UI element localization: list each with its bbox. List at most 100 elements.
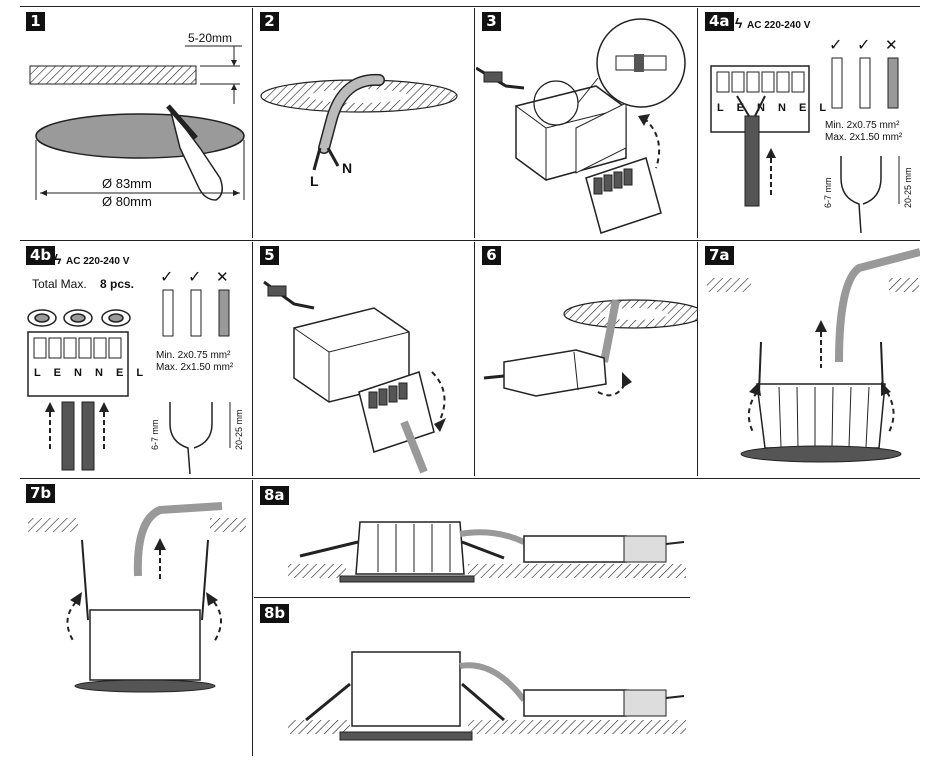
spring-clip-right (880, 341, 884, 393)
ok-icon: ✓ (188, 269, 201, 286)
total-count: 8 pcs. (100, 277, 134, 291)
ceiling-right (468, 720, 686, 734)
step-6-panel: 6 (476, 242, 697, 476)
col3-rule-row1 (697, 8, 698, 238)
top-rule (20, 6, 920, 7)
terminal-cover (623, 535, 667, 563)
close-arrow (434, 418, 446, 432)
ceiling-left (288, 720, 350, 734)
step-2-panel: 2 L N (254, 8, 474, 238)
insert-driver-diagram (483, 299, 697, 397)
spring-clip-right (201, 539, 209, 621)
step-number: 1 (26, 12, 45, 31)
supply-cable-1 (61, 401, 75, 471)
col1-rule-row3 (252, 480, 253, 756)
step-number: 8a (260, 486, 289, 505)
downlight-bezel (339, 731, 473, 741)
step-number: 6 (482, 246, 501, 265)
col1-rule-row2 (252, 242, 253, 476)
cable (835, 248, 920, 363)
spring-clip-left (81, 539, 89, 621)
step-8b-panel: 8b (254, 600, 690, 756)
terminal-labels: L E N N E L (34, 367, 148, 379)
col3-rule-row2 (697, 242, 698, 476)
cable (459, 529, 526, 545)
wiring-4a-diagram: ϟ AC 220-240 V L E N N E L ✓ ✓ ✕ Min. 2x… (710, 15, 913, 234)
strip-long: 20-25 mm (903, 167, 913, 208)
no-icon: ✕ (885, 37, 898, 54)
downlight-icons (27, 309, 131, 327)
step-7b-panel: 7b (20, 480, 252, 756)
wire-min: Min. 2x0.75 mm² (825, 120, 900, 131)
spring-clip-left (758, 341, 762, 393)
terminal-cover (358, 371, 435, 453)
live-label: L (310, 173, 319, 189)
ceiling-right (210, 518, 246, 532)
step-number: 7a (705, 246, 734, 265)
driver-box (523, 689, 627, 717)
cable (133, 502, 223, 577)
supply-cable (744, 115, 760, 207)
ok-icon: ✓ (160, 269, 173, 286)
ceiling-slab (29, 65, 197, 85)
cut-hole (35, 113, 245, 159)
step-7a-panel: 7a (699, 242, 920, 476)
ok-icon: ✓ (829, 37, 842, 54)
diameter-80: Ø 80mm (102, 194, 152, 209)
mains-cable (319, 75, 384, 153)
installed-8a-diagram (288, 521, 686, 583)
step-number: 7b (26, 484, 56, 503)
col1-rule-row1 (252, 8, 253, 238)
terminal-labels: L E N N E L (717, 102, 831, 114)
step-number: 3 (482, 12, 501, 31)
step-number: 5 (260, 246, 279, 265)
step-number: 4b (26, 246, 56, 265)
wire-max: Max. 2x1.50 mm² (825, 132, 903, 143)
downlight-bezel (74, 679, 216, 693)
ceiling-left (707, 278, 751, 292)
step-8a-panel: 8a (254, 482, 690, 596)
ceiling-right (468, 564, 686, 578)
cable-through-hole-diagram: L N (260, 73, 458, 189)
driver-box (503, 349, 607, 397)
neutral-label: N (342, 160, 352, 176)
strip-short: 6-7 mm (150, 419, 160, 450)
ceiling-left (28, 518, 78, 532)
drywall-knife (169, 107, 223, 201)
ceiling-hole-diagram: 5-20mm Ø 83mm Ø 80mm (29, 31, 245, 209)
depth-label: 5-20mm (188, 31, 232, 45)
row1-rule (20, 240, 920, 241)
step-5-panel: 5 (254, 242, 474, 476)
cable (600, 299, 620, 363)
downlight-body (89, 609, 201, 681)
ok-icon: ✓ (857, 37, 870, 54)
spring-clips-7a-diagram (707, 248, 920, 463)
step-4b-panel: 4b ϟ AC 220-240 V Total Max. 8 pcs. L E … (20, 242, 252, 476)
cable (459, 662, 527, 702)
driver-open-diagram (476, 18, 686, 234)
wire-max: Max. 2x1.50 mm² (156, 362, 234, 373)
total-prefix: Total Max. (32, 277, 87, 291)
terminal-cover (623, 689, 667, 717)
bolt-icon: ϟ (54, 251, 62, 267)
voltage-label: AC 220-240 V (66, 256, 130, 267)
downlight-bezel (740, 445, 902, 463)
bolt-icon: ϟ (735, 15, 743, 31)
no-icon: ✕ (216, 269, 229, 286)
row3-split-rule (254, 597, 690, 598)
diameter-83: Ø 83mm (102, 176, 152, 191)
step-4a-panel: 4a ϟ AC 220-240 V L E N N E L ✓ ✓ ✕ Min.… (699, 8, 920, 238)
open-arrow (638, 114, 650, 126)
downlight-body (351, 651, 461, 727)
insert-arrow (622, 372, 632, 388)
supply-cable-2 (81, 401, 95, 471)
col2-rule-row1 (474, 8, 475, 238)
ceiling-right (889, 278, 919, 292)
step-number: 8b (260, 604, 290, 623)
downlight-body (756, 383, 886, 449)
step-1-panel: 1 5-20mm Ø 83mm Ø 80mm (20, 8, 252, 238)
strip-long: 20-25 mm (234, 409, 244, 450)
col2-rule-row2 (474, 242, 475, 476)
spring-clips-7b-diagram (28, 502, 246, 693)
step-number: 2 (260, 12, 279, 31)
